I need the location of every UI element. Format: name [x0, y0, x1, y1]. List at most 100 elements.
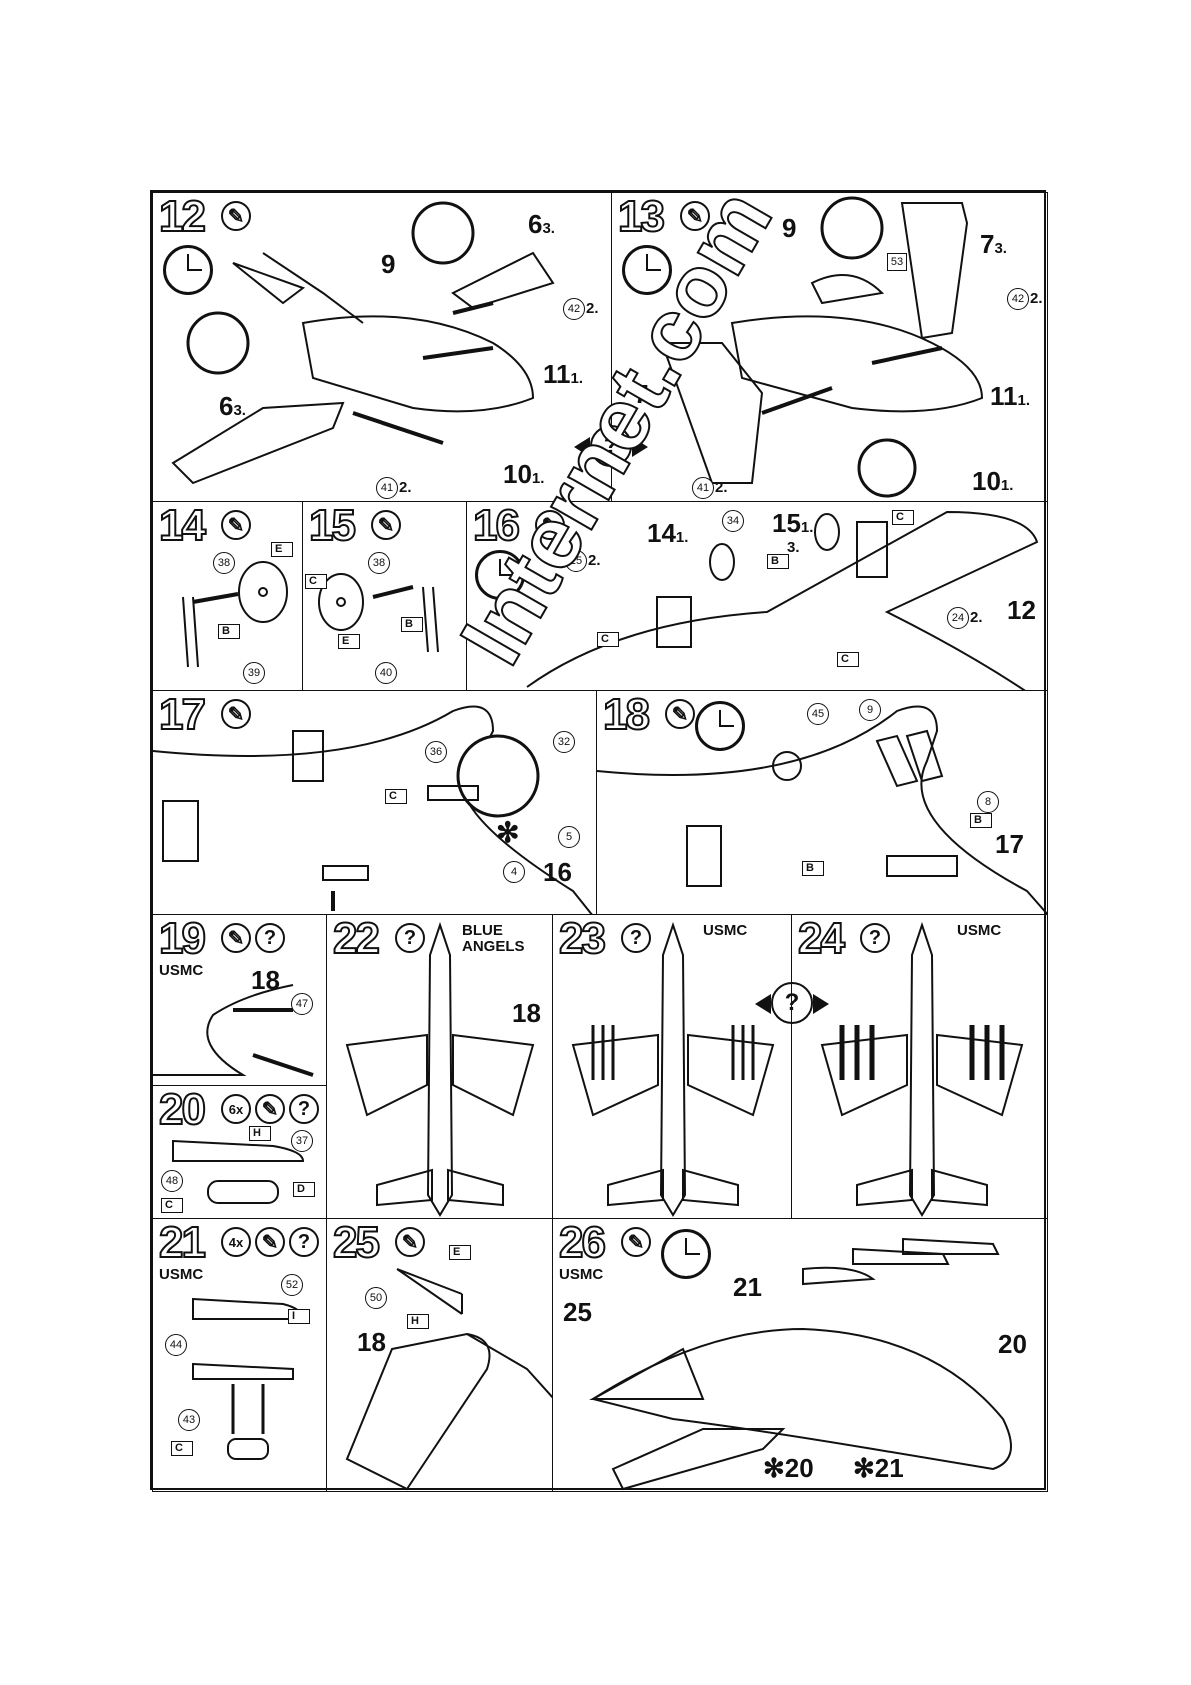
ref-53: 53: [887, 253, 907, 271]
step-19-panel: 19 ✎ ? USMC 18 47: [152, 914, 327, 1086]
ref-40: 40: [375, 662, 397, 684]
quantity-badge: 6x: [221, 1094, 251, 1124]
ref-25: 25: [565, 550, 587, 572]
ref-52: 52: [281, 1274, 303, 1296]
step-number: 16: [472, 501, 521, 550]
step-20-panel: 20 6x ✎ ? 37 48 H C D: [152, 1085, 327, 1219]
tag-c: C: [305, 574, 327, 589]
tag-h: H: [249, 1126, 271, 1141]
glue-icon: ✎: [395, 1227, 425, 1257]
ref-32: 32: [553, 731, 575, 753]
label-20: 20: [998, 1329, 1027, 1359]
step-number: 18: [602, 690, 651, 739]
quantity-badge: 4x: [221, 1227, 251, 1257]
step-23-panel: 23 ? USMC: [552, 914, 792, 1219]
step-17-drawing: [153, 705, 593, 914]
step-13-panel: 13 ✎ 9 73. 73. 53 111. 101. 42 2. 41 2.: [611, 192, 1048, 502]
glue-icon: ✎: [221, 510, 251, 540]
step-18-drawing: [597, 705, 1047, 914]
question-icon: ?: [860, 923, 890, 953]
glue-icon: ✎: [680, 201, 710, 231]
step-12-panel: 12 ✎ 9 63. 63. 111. 101. 42 2. 41 2.: [152, 192, 612, 502]
step-22-panel: 22 ? BLUE ANGELS 18: [326, 914, 553, 1219]
question-icon: ?: [395, 923, 425, 953]
step-19-drawing: [153, 984, 314, 1077]
star-marker: ✻: [496, 817, 520, 848]
tag-c: C: [385, 789, 407, 804]
ref-38: 38: [368, 552, 390, 574]
step-number: 19: [158, 914, 207, 963]
label-star-21: ✻21: [853, 1453, 904, 1483]
label-17: 17: [995, 829, 1024, 859]
question-icon: ?: [621, 923, 651, 953]
tag-i: I: [288, 1309, 310, 1324]
ref-24-sub: 2.: [970, 609, 983, 626]
clock-icon: [475, 550, 525, 600]
tag-b: B: [218, 624, 240, 639]
label-12: 12: [1007, 595, 1036, 625]
step-number: 22: [332, 914, 381, 963]
label-15: 151.: [772, 508, 814, 538]
step-24-panel: 24 ? USMC: [791, 914, 1048, 1219]
tag-d: D: [293, 1182, 315, 1197]
ref-48: 48: [161, 1170, 183, 1192]
label-3: 3.: [787, 539, 800, 556]
glue-icon: ✎: [255, 1227, 285, 1257]
tag-c-1: C: [892, 510, 914, 525]
tag-c: C: [161, 1198, 183, 1213]
ref-38: 38: [213, 552, 235, 574]
step-number: 17: [158, 690, 207, 739]
tag-e: E: [338, 634, 360, 649]
step-24-drawing: [820, 921, 1024, 1217]
ref-41-sub: 2.: [715, 479, 728, 496]
clock-icon: [695, 701, 745, 751]
step-number: 24: [797, 914, 846, 963]
step-15-drawing: [318, 573, 439, 653]
question-icon: ?: [255, 923, 285, 953]
label-11: 111.: [990, 381, 1031, 411]
label-star-20: ✻20: [763, 1453, 814, 1483]
clock-icon: [622, 245, 672, 295]
step-17-panel: 17 ✎ 36 32 5 4 ✻ 16 C: [152, 690, 597, 915]
tag-c-3: C: [837, 652, 859, 667]
ref-24: 24: [947, 607, 969, 629]
ref-36: 36: [425, 741, 447, 763]
ref-5: 5: [558, 826, 580, 848]
step-number: 15: [308, 501, 357, 550]
ref-39: 39: [243, 662, 265, 684]
ref-42-sub: 2.: [586, 300, 599, 317]
glue-icon: ✎: [371, 510, 401, 540]
step-number: 25: [332, 1218, 381, 1267]
step-23-drawing: [571, 921, 775, 1217]
label-6-left: 63.: [219, 391, 246, 421]
step-15-panel: 15 ✎ 38 40 E C B: [302, 501, 467, 691]
step-21-panel: 21 4x ✎ ? USMC 52 44 43 I C: [152, 1218, 327, 1492]
label-25: 25: [563, 1297, 592, 1327]
label-7-right: 73.: [980, 229, 1007, 259]
ref-8: 8: [977, 791, 999, 813]
step-14-panel: 14 ✎ 38 39 E C B: [152, 501, 303, 691]
instruction-sheet-frame: 12 ✎ 9 63. 63. 111. 101. 42 2. 41 2. 13 …: [150, 190, 1048, 1492]
glue-icon: ✎: [621, 1227, 651, 1257]
step-25-drawing: [345, 1268, 552, 1491]
step-18-panel: 18 ✎ 45 9 8 17 B B: [596, 690, 1048, 915]
step-26-panel: 26 ✎ USMC 21 25 20 ✻20 ✻21: [552, 1218, 1048, 1492]
ref-41: 41: [376, 477, 398, 499]
tag-h: H: [407, 1314, 429, 1329]
step-number: 26: [558, 1218, 607, 1267]
glue-icon: ✎: [221, 923, 251, 953]
step-number: 20: [158, 1085, 207, 1134]
clock-icon: [661, 1229, 711, 1279]
tag-c-2: C: [597, 632, 619, 647]
tag-c: C: [171, 1441, 193, 1456]
step-number: 23: [558, 914, 607, 963]
glue-icon: ✎: [221, 699, 251, 729]
label-9: 9: [381, 249, 396, 279]
ref-42-sub: 2.: [1030, 290, 1043, 307]
ref-47: 47: [291, 993, 313, 1015]
label-16: 16: [543, 857, 572, 887]
tag-e: E: [449, 1245, 471, 1260]
ref-44: 44: [165, 1334, 187, 1356]
label-6-top: 63.: [528, 209, 555, 239]
ref-37: 37: [291, 1130, 313, 1152]
